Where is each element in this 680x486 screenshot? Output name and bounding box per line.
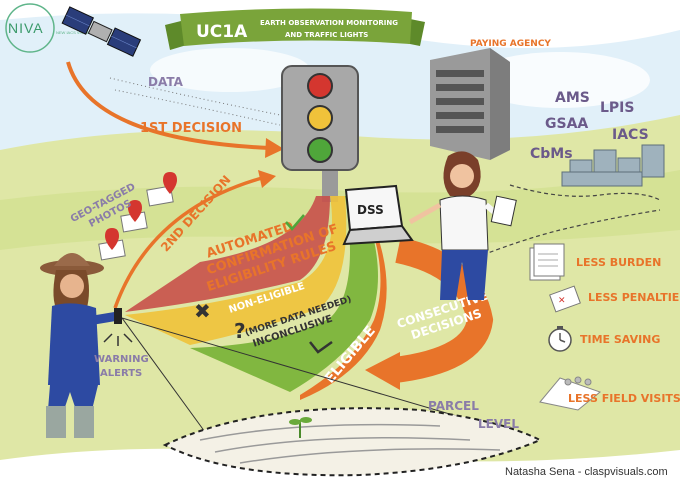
svg-text:✕: ✕: [558, 296, 566, 306]
traffic-light-icon: [281, 65, 359, 202]
ams-label: AMS: [555, 90, 590, 106]
benefit-item: LESS BURDEN: [529, 243, 661, 281]
paying-agency-building-icon: [430, 48, 510, 160]
warning-signal-icon: [103, 333, 133, 346]
dss-label: DSS: [357, 203, 384, 217]
paying-agency-label: PAYING AGENCY: [470, 39, 551, 49]
benefit-item: TIME SAVING: [548, 326, 660, 352]
gsaa-label: GSAA: [545, 116, 588, 132]
artist-credit: Natasha Sena - claspvisuals.com: [505, 466, 668, 478]
satellite-icon: [61, 6, 142, 57]
data-label: DATA: [148, 75, 184, 89]
benefits-list: LESS BURDEN ✕ LESS PENALTIES TIME SAVING: [529, 243, 680, 411]
non-eligible-band: [125, 196, 330, 312]
farmer-figure: [40, 253, 122, 438]
geo-tagged-photos-icon: [98, 172, 177, 261]
consecutive-decisions-arrowhead: [365, 352, 400, 390]
inconclusive-band: [125, 196, 347, 345]
second-decision-arrowhead: [258, 170, 276, 188]
benefit-label: TIME SAVING: [580, 333, 660, 346]
question-icon: ?: [234, 319, 246, 343]
location-pin-icon: [105, 228, 119, 250]
lpis-label: LPIS: [600, 100, 634, 116]
banner-subtitle-line1: EARTH OBSERVATION MONITORING: [260, 19, 398, 27]
cross-icon: ✖: [194, 299, 211, 323]
banner-title: UC1A: [196, 22, 248, 42]
iacs-label: IACS: [612, 127, 649, 143]
benefit-label: LESS FIELD VISITS: [568, 392, 680, 405]
cbms-label: CbMs: [530, 146, 573, 162]
benefit-item: LESS FIELD VISITS: [539, 376, 680, 411]
benefit-label: LESS BURDEN: [576, 256, 661, 269]
parcel-label-line1: PARCEL: [428, 399, 479, 413]
location-pin-icon: [163, 172, 177, 194]
field-visit-icon: [539, 376, 602, 411]
documents-icon: [529, 243, 565, 281]
warning-label-line1: WARNING: [94, 354, 149, 365]
systems-labels: AMS LPIS GSAA IACS CbMs: [530, 90, 649, 162]
parcel-label-line2: LEVEL: [478, 417, 519, 431]
phone-icon: [114, 308, 122, 324]
first-decision-label: 1ST DECISION: [140, 121, 242, 136]
title-banner: UC1A EARTH OBSERVATION MONITORING AND TR…: [165, 8, 425, 50]
banner-subtitle-line2: AND TRAFFIC LIGHTS: [285, 31, 368, 39]
check-icon: [285, 214, 305, 231]
agency-officer-figure: [408, 151, 517, 300]
dss-laptop-icon: [342, 184, 414, 246]
eligible-check-icon: [309, 340, 333, 354]
benefit-item: ✕ LESS PENALTIES: [549, 285, 680, 313]
location-pin-icon: [128, 200, 142, 222]
servers-icon: [561, 144, 665, 187]
stopwatch-icon: [548, 326, 572, 352]
first-decision-arrowhead: [265, 138, 284, 158]
parcel-field: [162, 407, 543, 477]
logo-name: NIVA: [8, 20, 44, 36]
penalty-form-icon: ✕: [549, 285, 581, 313]
warning-label-line2: ALERTS: [100, 368, 142, 379]
benefit-label: LESS PENALTIES: [588, 291, 680, 304]
